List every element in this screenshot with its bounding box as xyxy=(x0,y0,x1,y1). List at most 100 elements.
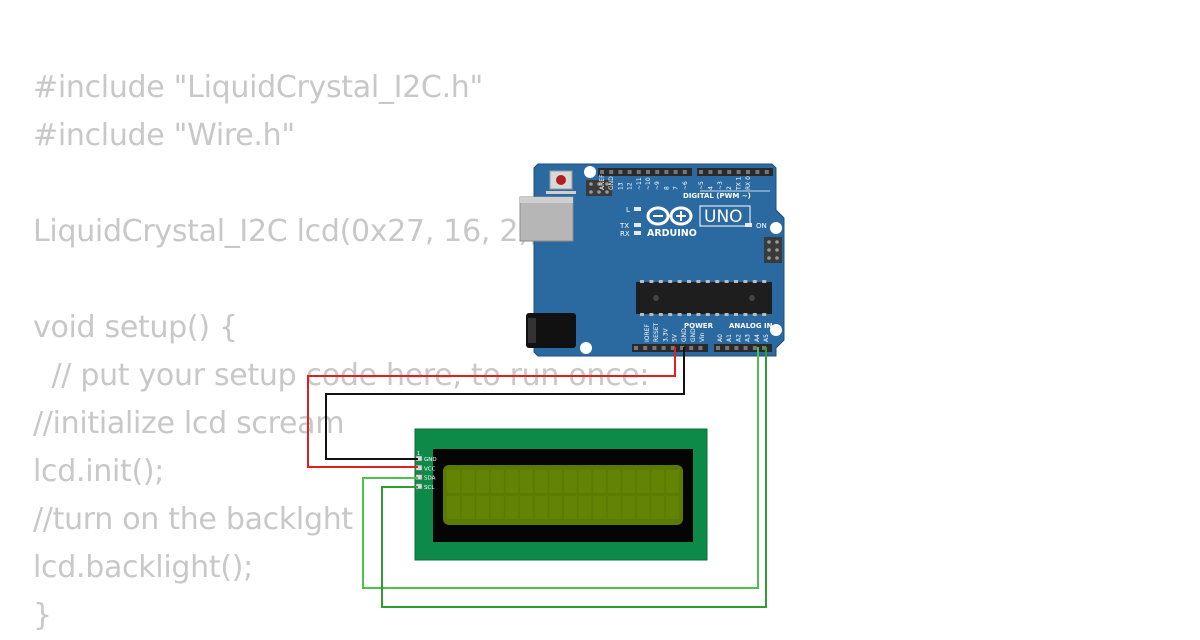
wire-scl xyxy=(381,347,767,608)
led-l xyxy=(634,207,641,211)
code-line: lcd.init(); xyxy=(33,454,165,489)
analog-pin-label: A5 xyxy=(763,334,770,342)
header-pin xyxy=(762,346,766,350)
header-pin xyxy=(743,346,748,350)
led-tx xyxy=(634,223,641,227)
code-line: //initialize lcd scream xyxy=(33,406,345,441)
led-tx-label: TX xyxy=(619,222,629,230)
analog-label: ANALOG IN xyxy=(729,322,773,330)
power-pin-label: IOREF xyxy=(644,324,651,342)
digital-pin-label: TX 1 xyxy=(736,176,743,191)
power-analog-header xyxy=(632,344,772,352)
reset-button-base xyxy=(546,191,576,194)
digital-pin-label: ~6 xyxy=(682,181,689,190)
header-pin xyxy=(634,346,638,350)
digital-pin-label: 12 xyxy=(627,182,634,190)
header-pin xyxy=(618,170,623,174)
dc-power-jack-highlight xyxy=(528,318,536,343)
digital-pin-label: RX 0 xyxy=(745,176,752,190)
header-pin xyxy=(727,170,732,174)
code-line: //turn on the backlght xyxy=(33,502,353,537)
power-pin-label: Vin xyxy=(699,332,706,342)
header-pin xyxy=(655,170,660,174)
dc-power-jack xyxy=(526,313,576,348)
code-listing: #include "LiquidCrystal_I2C.h" #include "… xyxy=(33,64,650,640)
header-pin xyxy=(636,170,641,174)
digital-pin-label: ~10 xyxy=(645,177,652,190)
header-pin xyxy=(746,170,750,174)
mounting-hole xyxy=(770,222,782,234)
analog-pin-label: A3 xyxy=(745,334,752,342)
power-label: POWER xyxy=(684,322,714,330)
wires xyxy=(307,347,767,608)
header-strip xyxy=(632,344,708,352)
digital-pin-label: ~11 xyxy=(636,177,643,190)
header-pin xyxy=(699,170,703,174)
digital-pin-label: GND xyxy=(608,176,615,190)
analog-pin-label: A4 xyxy=(754,334,761,342)
atmega-chip xyxy=(636,280,772,316)
usb-connector xyxy=(519,196,574,242)
digital-pin-label: 7 xyxy=(673,186,680,190)
header-pin xyxy=(670,346,675,350)
power-pin-label: 5V xyxy=(672,333,679,342)
header-pin xyxy=(609,170,614,174)
code-line: void setup() { xyxy=(33,310,238,345)
power-pin-label: GND xyxy=(681,328,688,342)
digital-pin-label: ~9 xyxy=(654,181,661,190)
reset-button-cap xyxy=(556,175,566,185)
header-pin xyxy=(708,170,713,174)
arduino-model: UNO xyxy=(704,207,743,227)
led-on-label: ON xyxy=(756,222,767,230)
power-pin-label: RESET xyxy=(653,322,660,342)
uno-badge xyxy=(699,205,751,227)
header-pin xyxy=(680,346,684,350)
header-pin xyxy=(734,346,739,350)
header-pin xyxy=(627,170,632,174)
mounting-hole xyxy=(580,342,592,354)
icsp-header-right xyxy=(764,237,782,263)
header-strip xyxy=(697,168,773,176)
header-strip xyxy=(598,168,692,176)
digital-pin-label: AREF xyxy=(599,174,606,190)
header-pin xyxy=(752,346,757,350)
code-line: #include "LiquidCrystal_I2C.h" xyxy=(33,70,484,105)
header-pin xyxy=(643,346,648,350)
header-pin xyxy=(698,346,703,350)
header-pin xyxy=(716,346,720,350)
header-pin xyxy=(652,346,657,350)
mounting-hole xyxy=(584,166,596,178)
header-pin xyxy=(664,170,669,174)
led-on xyxy=(745,223,752,227)
arduino-logo-icon xyxy=(646,206,693,226)
digital-pin-label: 4 xyxy=(707,186,714,190)
led-rx-label: RX xyxy=(620,230,630,238)
power-pin-label: 3.3V xyxy=(662,327,669,342)
lcd-character-grid xyxy=(447,470,679,519)
header-strip xyxy=(714,344,772,352)
analog-pin-label: A2 xyxy=(735,334,742,342)
digital-pin-label: 2 xyxy=(726,186,733,190)
digital-label: DIGITAL (PWM ~) xyxy=(683,192,751,200)
header-pin xyxy=(661,346,666,350)
usb-connector-shade xyxy=(520,197,573,203)
header-pin xyxy=(736,170,741,174)
digital-header xyxy=(598,168,773,176)
digital-pin-label: 13 xyxy=(617,182,624,190)
code-line: } xyxy=(33,598,52,633)
icsp-header xyxy=(586,180,612,196)
code-line: #include "Wire.h" xyxy=(33,118,295,153)
lcd-pin-label: GND xyxy=(424,457,437,463)
header-pin xyxy=(673,170,678,174)
lcd-pin-label: VCC xyxy=(424,466,436,472)
header-pin xyxy=(646,170,650,174)
header-pin xyxy=(725,346,730,350)
lcd-pin-label: SCL xyxy=(424,485,435,491)
led-rx xyxy=(634,231,641,235)
